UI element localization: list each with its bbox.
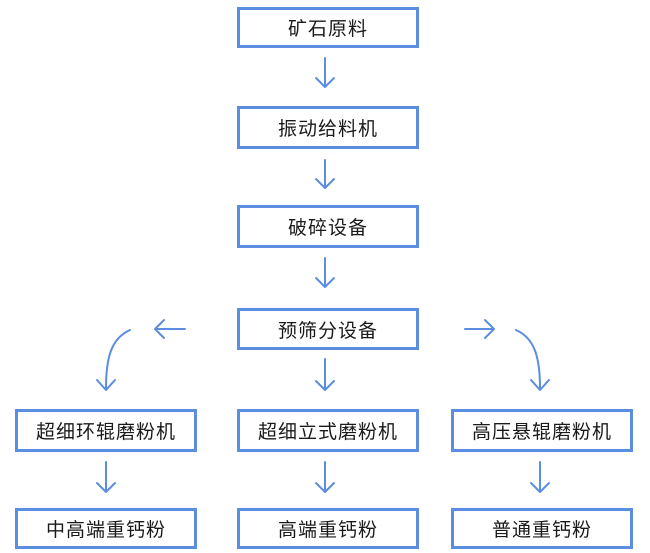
node-ore: 矿石原料 bbox=[237, 7, 419, 48]
arrow-mill-right-to-product bbox=[530, 461, 550, 493]
arrow-screen-to-mill-right bbox=[515, 329, 550, 391]
node-product-center-label: 高端重钙粉 bbox=[277, 519, 378, 541]
node-mill-right: 高压悬辊磨粉机 bbox=[451, 409, 633, 452]
arrow-ore-to-feeder bbox=[315, 57, 335, 88]
arrow-mill-center-to-product bbox=[315, 461, 335, 493]
node-mill-center-label: 超细立式磨粉机 bbox=[257, 421, 398, 443]
node-screen-label: 预筛分设备 bbox=[277, 319, 378, 342]
arrow-crusher-to-screen bbox=[315, 257, 335, 288]
node-ore-label: 矿石原料 bbox=[287, 18, 368, 40]
arrow-screen-to-mill-center bbox=[315, 358, 335, 391]
node-crusher: 破碎设备 bbox=[237, 205, 419, 248]
node-crusher-label: 破碎设备 bbox=[287, 217, 368, 239]
node-product-right: 普通重钙粉 bbox=[451, 508, 633, 549]
node-feeder-label: 振动给料机 bbox=[277, 118, 378, 140]
node-product-right-label: 普通重钙粉 bbox=[491, 519, 592, 541]
node-mill-left: 超细环辊磨粉机 bbox=[15, 409, 197, 452]
node-mill-center: 超细立式磨粉机 bbox=[237, 409, 419, 452]
node-mill-left-label: 超细环辊磨粉机 bbox=[35, 421, 176, 443]
node-product-center: 高端重钙粉 bbox=[237, 508, 419, 549]
node-product-left: 中高端重钙粉 bbox=[15, 508, 197, 549]
arrow-screen-to-mill-left bbox=[96, 329, 131, 391]
arrow-left-hint bbox=[154, 319, 186, 339]
node-feeder: 振动给料机 bbox=[237, 106, 419, 149]
node-screen: 预筛分设备 bbox=[237, 308, 419, 350]
node-product-left-label: 中高端重钙粉 bbox=[45, 519, 166, 541]
arrow-feeder-to-crusher bbox=[315, 159, 335, 189]
arrow-right-hint bbox=[464, 319, 495, 339]
arrow-mill-left-to-product bbox=[96, 461, 116, 493]
node-mill-right-label: 高压悬辊磨粉机 bbox=[471, 421, 612, 443]
